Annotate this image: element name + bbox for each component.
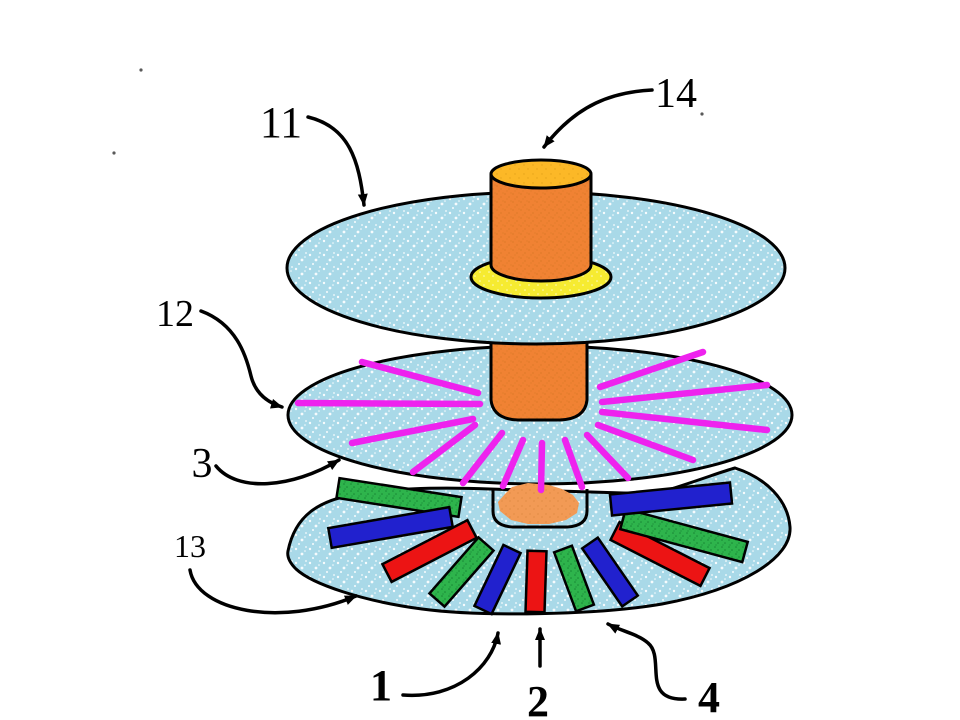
arrow-14 xyxy=(542,88,654,149)
arrow-4 xyxy=(606,622,687,701)
arrow-11 xyxy=(306,115,368,207)
blade-1-green xyxy=(335,476,463,519)
shaft-cylinder-body xyxy=(489,174,593,283)
spoke-11 xyxy=(598,408,771,434)
label-1: 1 xyxy=(370,661,392,710)
spoke-1 xyxy=(358,358,482,397)
label-4: 4 xyxy=(698,673,720,720)
label-11: 11 xyxy=(260,98,302,147)
arrow-1 xyxy=(401,631,502,698)
label-14: 14 xyxy=(655,71,697,117)
label-3: 3 xyxy=(192,441,213,487)
label-2: 2 xyxy=(527,677,549,720)
hub-cup xyxy=(491,489,589,529)
blade-7-green xyxy=(552,544,596,613)
spoke-4 xyxy=(409,421,479,476)
arrow-13 xyxy=(188,568,358,615)
spoke-12 xyxy=(598,381,771,406)
blade-5-blue xyxy=(472,543,523,616)
blade-2-blue xyxy=(326,505,455,550)
spoke-7 xyxy=(537,439,546,494)
spoke-10 xyxy=(594,421,697,464)
spoke-8 xyxy=(561,436,586,491)
spoke-3 xyxy=(348,415,477,447)
blade-4-green xyxy=(427,535,496,609)
spoke-6 xyxy=(499,436,527,490)
blade-9-red xyxy=(608,520,712,588)
spoke-5 xyxy=(459,429,506,487)
blade-3-red xyxy=(380,518,479,584)
label-13: 13 xyxy=(174,528,206,564)
spoke-9 xyxy=(583,431,632,482)
blade-8-blue xyxy=(580,535,640,609)
hub-blob xyxy=(498,483,579,524)
blade-11-blue xyxy=(608,481,734,517)
arrow-12 xyxy=(199,309,284,409)
ink-speck-1 xyxy=(139,68,143,72)
blade-10-green xyxy=(618,507,750,564)
label-12: 12 xyxy=(156,293,194,335)
spoke-2 xyxy=(294,399,484,408)
ink-speck-2 xyxy=(112,151,116,155)
ink-speck-3 xyxy=(700,112,704,116)
blade-6-red xyxy=(524,549,548,614)
center-shaft-segment xyxy=(489,338,589,422)
shaft-cylinder-top xyxy=(489,158,593,190)
spoke-13 xyxy=(596,348,707,391)
arrow-3 xyxy=(214,458,341,486)
